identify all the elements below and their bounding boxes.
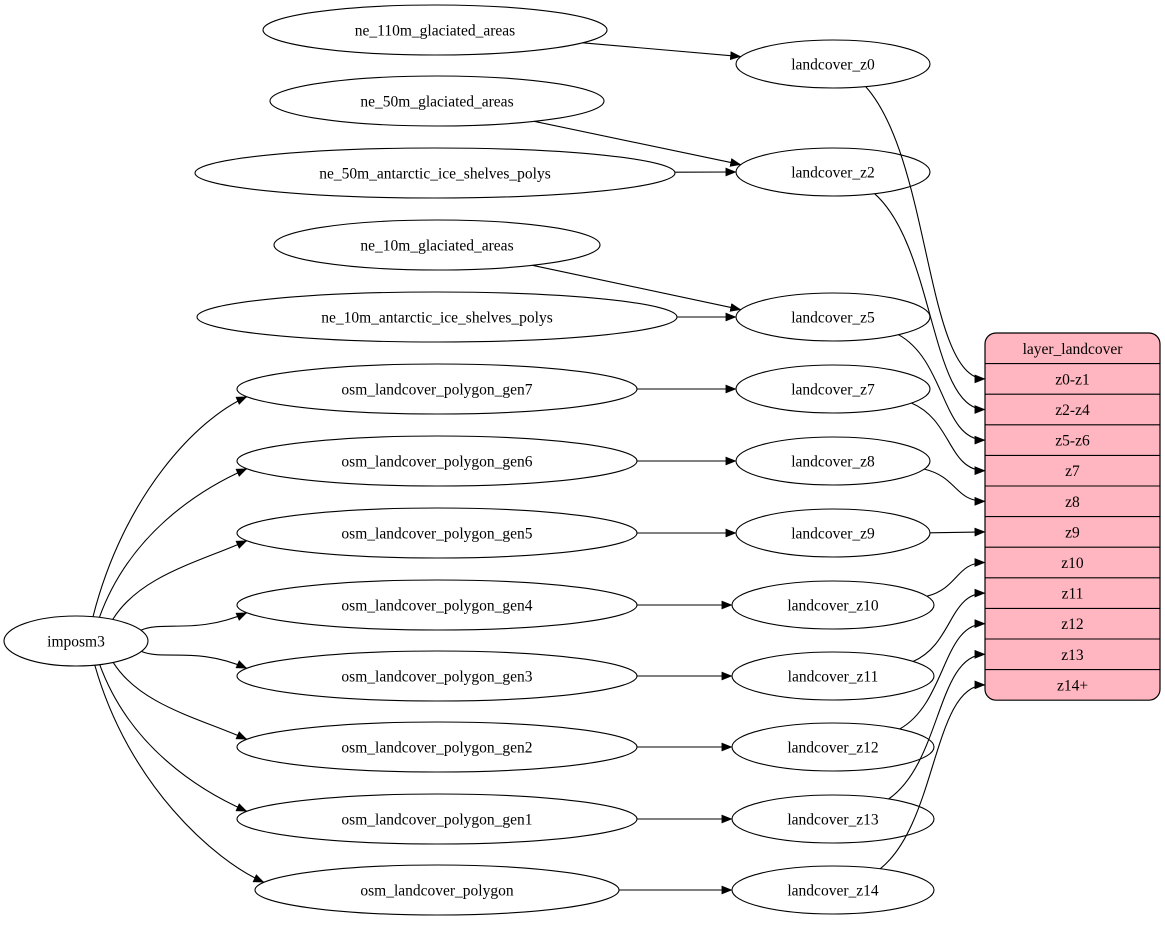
node-landcover_z12: landcover_z12 xyxy=(732,723,934,771)
node-landcover_z7: landcover_z7 xyxy=(736,365,930,413)
node-landcover_z9: landcover_z9 xyxy=(736,509,930,557)
nodes-layer: imposm3 ne_110m_glaciated_areas ne_50m_gla… xyxy=(4,5,934,915)
node-label: landcover_z2 xyxy=(791,165,875,182)
edge-imposm3-to-osm_landcover_polygon xyxy=(95,665,264,882)
table-row-label-z7: z7 xyxy=(1065,463,1080,480)
edge-landcover_z8-to-layer_landcover-z8 xyxy=(924,469,985,501)
table-layer_landcover: layer_landcover z0-z1 z2-z4 z5-z6 z7 z8 z9 z10 z… xyxy=(985,333,1160,700)
node-osm_landcover_polygon_gen1: osm_landcover_polygon_gen1 xyxy=(237,794,637,844)
table-row-label-z5-z6: z5-z6 xyxy=(1055,433,1090,450)
table-row-label-z0-z1: z0-z1 xyxy=(1055,371,1089,388)
node-label: osm_landcover_polygon_gen3 xyxy=(341,669,532,686)
node-label: ne_10m_antarctic_ice_shelves_polys xyxy=(321,310,553,327)
node-label: landcover_z11 xyxy=(788,669,879,686)
node-label: ne_50m_glaciated_areas xyxy=(360,94,513,111)
node-label: ne_10m_glaciated_areas xyxy=(360,238,513,255)
node-landcover_z0: landcover_z0 xyxy=(736,40,930,88)
node-label: osm_landcover_polygon_gen6 xyxy=(341,454,532,471)
node-label: ne_110m_glaciated_areas xyxy=(355,23,515,40)
node-label: landcover_z14 xyxy=(787,883,878,900)
edge-landcover_z9-to-layer_landcover-z9 xyxy=(930,532,985,533)
table-row-label-z2-z4: z2-z4 xyxy=(1055,402,1090,419)
edge-ne_110m_glaciated_areas-to-landcover_z0 xyxy=(583,43,741,57)
node-label: landcover_z9 xyxy=(791,526,875,543)
node-landcover_z10: landcover_z10 xyxy=(732,581,934,629)
node-ne_10m_glaciated_areas: ne_10m_glaciated_areas xyxy=(274,220,600,270)
node-ne_10m_antarctic_ice_shelves_polys: ne_10m_antarctic_ice_shelves_polys xyxy=(197,292,677,342)
node-landcover_z11: landcover_z11 xyxy=(732,652,934,700)
table-row-label-z8: z8 xyxy=(1065,494,1080,511)
node-label: osm_landcover_polygon_gen7 xyxy=(341,382,532,399)
node-label: imposm3 xyxy=(47,634,105,651)
node-ne_110m_glaciated_areas: ne_110m_glaciated_areas xyxy=(263,5,607,55)
node-landcover_z13: landcover_z13 xyxy=(732,795,934,843)
table-title: layer_landcover xyxy=(1023,341,1124,358)
table-row-label-z11: z11 xyxy=(1062,586,1084,603)
table-row-label-z9: z9 xyxy=(1065,524,1080,541)
node-label: landcover_z13 xyxy=(787,812,878,829)
node-label: osm_landcover_polygon_gen2 xyxy=(341,740,532,757)
edge-imposm3-to-osm_landcover_polygon_gen2 xyxy=(113,662,247,739)
node-label: osm_landcover_polygon_gen5 xyxy=(341,526,532,543)
node-label: landcover_z7 xyxy=(791,382,875,399)
node-landcover_z8: landcover_z8 xyxy=(736,437,930,485)
table-row-label-z13: z13 xyxy=(1061,647,1084,664)
node-osm_landcover_polygon_gen7: osm_landcover_polygon_gen7 xyxy=(237,364,637,414)
edge-landcover_z10-to-layer_landcover-z10 xyxy=(927,563,985,597)
node-landcover_z14: landcover_z14 xyxy=(732,866,934,914)
edge-imposm3-to-osm_landcover_polygon_gen7 xyxy=(93,397,247,617)
node-label: ne_50m_antarctic_ice_shelves_polys xyxy=(319,166,551,183)
node-label: landcover_z0 xyxy=(791,57,875,74)
edge-imposm3-to-osm_landcover_polygon_gen6 xyxy=(99,469,246,618)
edge-imposm3-to-osm_landcover_polygon_gen4 xyxy=(141,613,247,631)
node-label: landcover_z5 xyxy=(791,310,875,327)
node-imposm3: imposm3 xyxy=(4,616,148,666)
node-osm_landcover_polygon_gen5: osm_landcover_polygon_gen5 xyxy=(237,508,637,558)
node-landcover_z5: landcover_z5 xyxy=(736,293,930,341)
node-label: osm_landcover_polygon_gen1 xyxy=(341,812,532,829)
edge-imposm3-to-osm_landcover_polygon_gen5 xyxy=(113,541,247,620)
node-label: landcover_z10 xyxy=(787,598,878,615)
node-osm_landcover_polygon_gen2: osm_landcover_polygon_gen2 xyxy=(237,722,637,772)
table-row-label-z10: z10 xyxy=(1061,555,1084,572)
table-row-label-z14+: z14+ xyxy=(1057,677,1088,694)
node-osm_landcover_polygon_gen4: osm_landcover_polygon_gen4 xyxy=(237,580,637,630)
node-label: osm_landcover_polygon xyxy=(360,883,514,900)
edge-imposm3-to-osm_landcover_polygon_gen1 xyxy=(100,665,247,812)
node-osm_landcover_polygon: osm_landcover_polygon xyxy=(255,865,619,915)
node-osm_landcover_polygon_gen6: osm_landcover_polygon_gen6 xyxy=(237,436,637,486)
node-ne_50m_antarctic_ice_shelves_polys: ne_50m_antarctic_ice_shelves_polys xyxy=(195,148,675,198)
edge-imposm3-to-osm_landcover_polygon_gen3 xyxy=(141,651,246,668)
node-osm_landcover_polygon_gen3: osm_landcover_polygon_gen3 xyxy=(237,651,637,701)
node-label: landcover_z12 xyxy=(787,740,878,757)
node-ne_50m_glaciated_areas: ne_50m_glaciated_areas xyxy=(270,76,604,126)
edge-landcover_z14-to-layer_landcover-z14+ xyxy=(880,685,985,869)
node-label: landcover_z8 xyxy=(791,454,875,471)
node-label: osm_landcover_polygon_gen4 xyxy=(341,598,532,615)
table-row-label-z12: z12 xyxy=(1061,616,1083,633)
